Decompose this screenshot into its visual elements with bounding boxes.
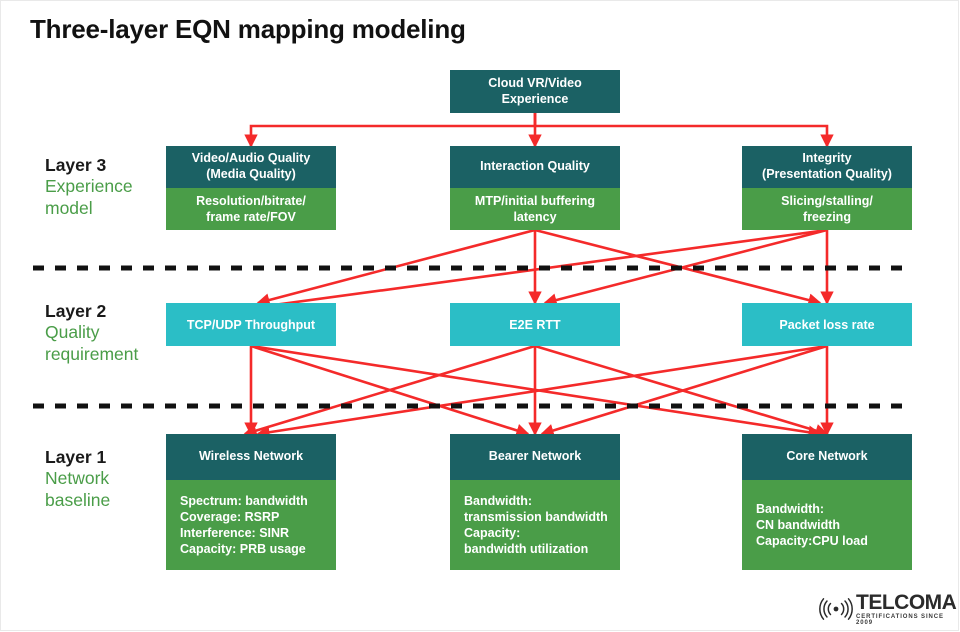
layer-label-layer2: Layer 2 Quality requirement xyxy=(45,301,195,365)
node-interaction-quality-body: MTP/initial buffering latency xyxy=(450,188,620,230)
layer3-to-layer2-arrows xyxy=(250,228,834,314)
layer2-name: Quality requirement xyxy=(45,322,139,364)
root-fanout-arrows xyxy=(244,113,834,148)
node-bearer-network[interactable]: Bearer Network Bandwidth: transmission b… xyxy=(450,434,620,570)
node-e2e-rtt[interactable]: E2E RTT xyxy=(450,303,620,346)
node-integrity-head: Integrity (Presentation Quality) xyxy=(742,146,912,188)
layer-label-layer1: Layer 1 Network baseline xyxy=(45,447,195,511)
node-video-audio-quality-body: Resolution/bitrate/ frame rate/FOV xyxy=(166,188,336,230)
telcoma-logo: TELCOMA CERTIFICATIONS SINCE 2009 xyxy=(818,592,957,626)
node-wireless-network-body: Spectrum: bandwidth Coverage: RSRP Inter… xyxy=(166,480,336,570)
layer2-number: Layer 2 xyxy=(45,301,107,321)
node-bearer-network-head: Bearer Network xyxy=(450,434,620,480)
node-packet-loss-rate[interactable]: Packet loss rate xyxy=(742,303,912,346)
node-video-audio-quality-head: Video/Audio Quality (Media Quality) xyxy=(166,146,336,188)
page-title: Three-layer EQN mapping modeling xyxy=(30,14,466,44)
node-wireless-network-head: Wireless Network xyxy=(166,434,336,480)
layer1-number: Layer 1 xyxy=(45,447,107,467)
layer2-to-layer1-arrows xyxy=(243,344,834,439)
node-interaction-quality-head: Interaction Quality xyxy=(450,146,620,188)
node-bearer-network-body: Bandwidth: transmission bandwidth Capaci… xyxy=(450,480,620,570)
node-cloud-vr-video-experience[interactable]: Cloud VR/Video Experience xyxy=(450,70,620,113)
layer-label-layer3: Layer 3 Experience model xyxy=(45,155,195,219)
node-interaction-quality[interactable]: Interaction Quality MTP/initial bufferin… xyxy=(450,146,620,230)
node-core-network[interactable]: Core Network Bandwidth: CN bandwidth Cap… xyxy=(742,434,912,570)
node-core-network-head: Core Network xyxy=(742,434,912,480)
node-core-network-body: Bandwidth: CN bandwidth Capacity:CPU loa… xyxy=(742,480,912,570)
wireless-signal-icon xyxy=(819,598,853,620)
node-video-audio-quality[interactable]: Video/Audio Quality (Media Quality) Reso… xyxy=(166,146,336,230)
layer3-number: Layer 3 xyxy=(45,155,107,175)
node-tcp-udp-throughput[interactable]: TCP/UDP Throughput xyxy=(166,303,336,346)
logo-brand: TELCOMA xyxy=(856,591,957,614)
node-wireless-network[interactable]: Wireless Network Spectrum: bandwidth Cov… xyxy=(166,434,336,570)
node-integrity[interactable]: Integrity (Presentation Quality) Slicing… xyxy=(742,146,912,230)
layer1-name: Network baseline xyxy=(45,468,111,510)
logo-tagline: CERTIFICATIONS SINCE 2009 xyxy=(856,614,944,626)
layer3-name: Experience model xyxy=(45,176,133,218)
node-integrity-body: Slicing/stalling/ freezing xyxy=(742,188,912,230)
